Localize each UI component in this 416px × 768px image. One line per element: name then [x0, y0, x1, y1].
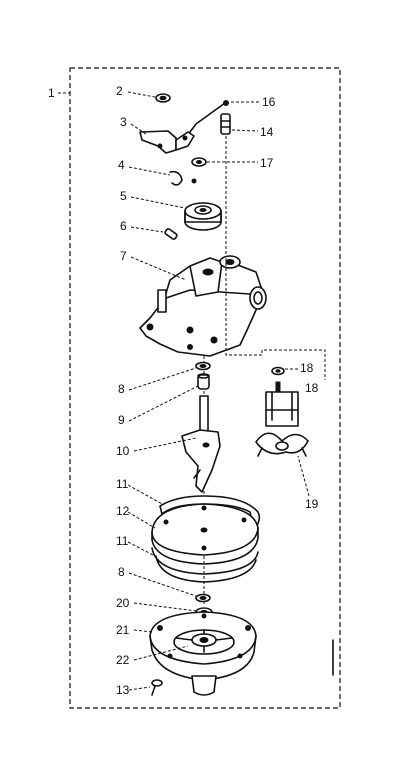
leader-21	[133, 629, 153, 633]
leader-22	[133, 645, 189, 661]
part-2-nut	[155, 93, 171, 103]
leader-7	[130, 256, 187, 281]
part-7-upper-housing	[139, 255, 267, 357]
connector-line-16-17	[225, 258, 326, 380]
label-3: 3	[120, 115, 127, 129]
part-22-impeller	[173, 629, 235, 655]
part-17-nut	[271, 366, 285, 376]
label-1: 1	[48, 86, 55, 100]
part-5-pulley	[184, 202, 222, 231]
leader-2	[127, 91, 156, 98]
part-8-seal-lower	[195, 593, 211, 603]
leader-12	[127, 511, 156, 529]
leader-10	[133, 437, 197, 452]
leader-13	[128, 686, 151, 691]
part-9-bushing	[197, 373, 210, 390]
leader-4	[128, 166, 171, 176]
part-18-bracket	[265, 381, 299, 427]
label-8a: 8	[118, 382, 125, 396]
label-16: 14	[260, 125, 274, 139]
leader-9	[128, 385, 199, 422]
part-10-shaft	[181, 395, 221, 493]
leader-8a	[128, 367, 197, 391]
part-12-diaphragm	[151, 503, 259, 565]
part-13-screw	[151, 679, 163, 696]
label-13: 13	[116, 683, 130, 697]
part-11-gasket-lower	[151, 547, 259, 583]
label-21: 21	[116, 623, 130, 637]
leader-5	[130, 196, 186, 209]
label-9: 9	[118, 413, 125, 427]
label-5: 5	[120, 189, 127, 203]
label-8b: 8	[118, 565, 125, 579]
label-12: 12	[116, 504, 130, 518]
label-6: 6	[120, 219, 127, 233]
label-14: 17	[260, 156, 274, 170]
part-3-lever-bracket	[139, 130, 195, 154]
part-19-wing-actuator	[255, 432, 309, 457]
label-11b: 11	[116, 534, 129, 548]
label-7: 7	[120, 249, 127, 263]
label-10: 10	[116, 444, 130, 458]
leader-11b	[127, 541, 154, 556]
label-19: 19	[305, 497, 319, 511]
label-20: 20	[116, 596, 130, 610]
label-15: 16	[262, 95, 276, 109]
label-2: 2	[116, 84, 123, 98]
leader-3	[130, 123, 147, 135]
leader-19	[297, 455, 310, 497]
part-15-wire-link	[189, 100, 229, 133]
part-4-clip	[169, 170, 197, 186]
leader-8b	[128, 572, 197, 597]
part-8-seal-upper	[195, 361, 211, 371]
label-11a: 11	[116, 477, 129, 491]
label-17: 18	[300, 361, 314, 375]
part-6-pin	[164, 228, 178, 240]
leader-6	[130, 226, 164, 233]
part-14-washer	[191, 157, 207, 167]
label-18: 18	[305, 381, 319, 395]
label-4: 4	[118, 158, 125, 172]
label-22: 22	[116, 653, 130, 667]
leader-11a	[127, 484, 165, 506]
assembly-frame	[69, 67, 341, 709]
part-16-plunger	[220, 113, 231, 135]
leader-20	[133, 602, 197, 612]
leader-16	[231, 129, 259, 132]
